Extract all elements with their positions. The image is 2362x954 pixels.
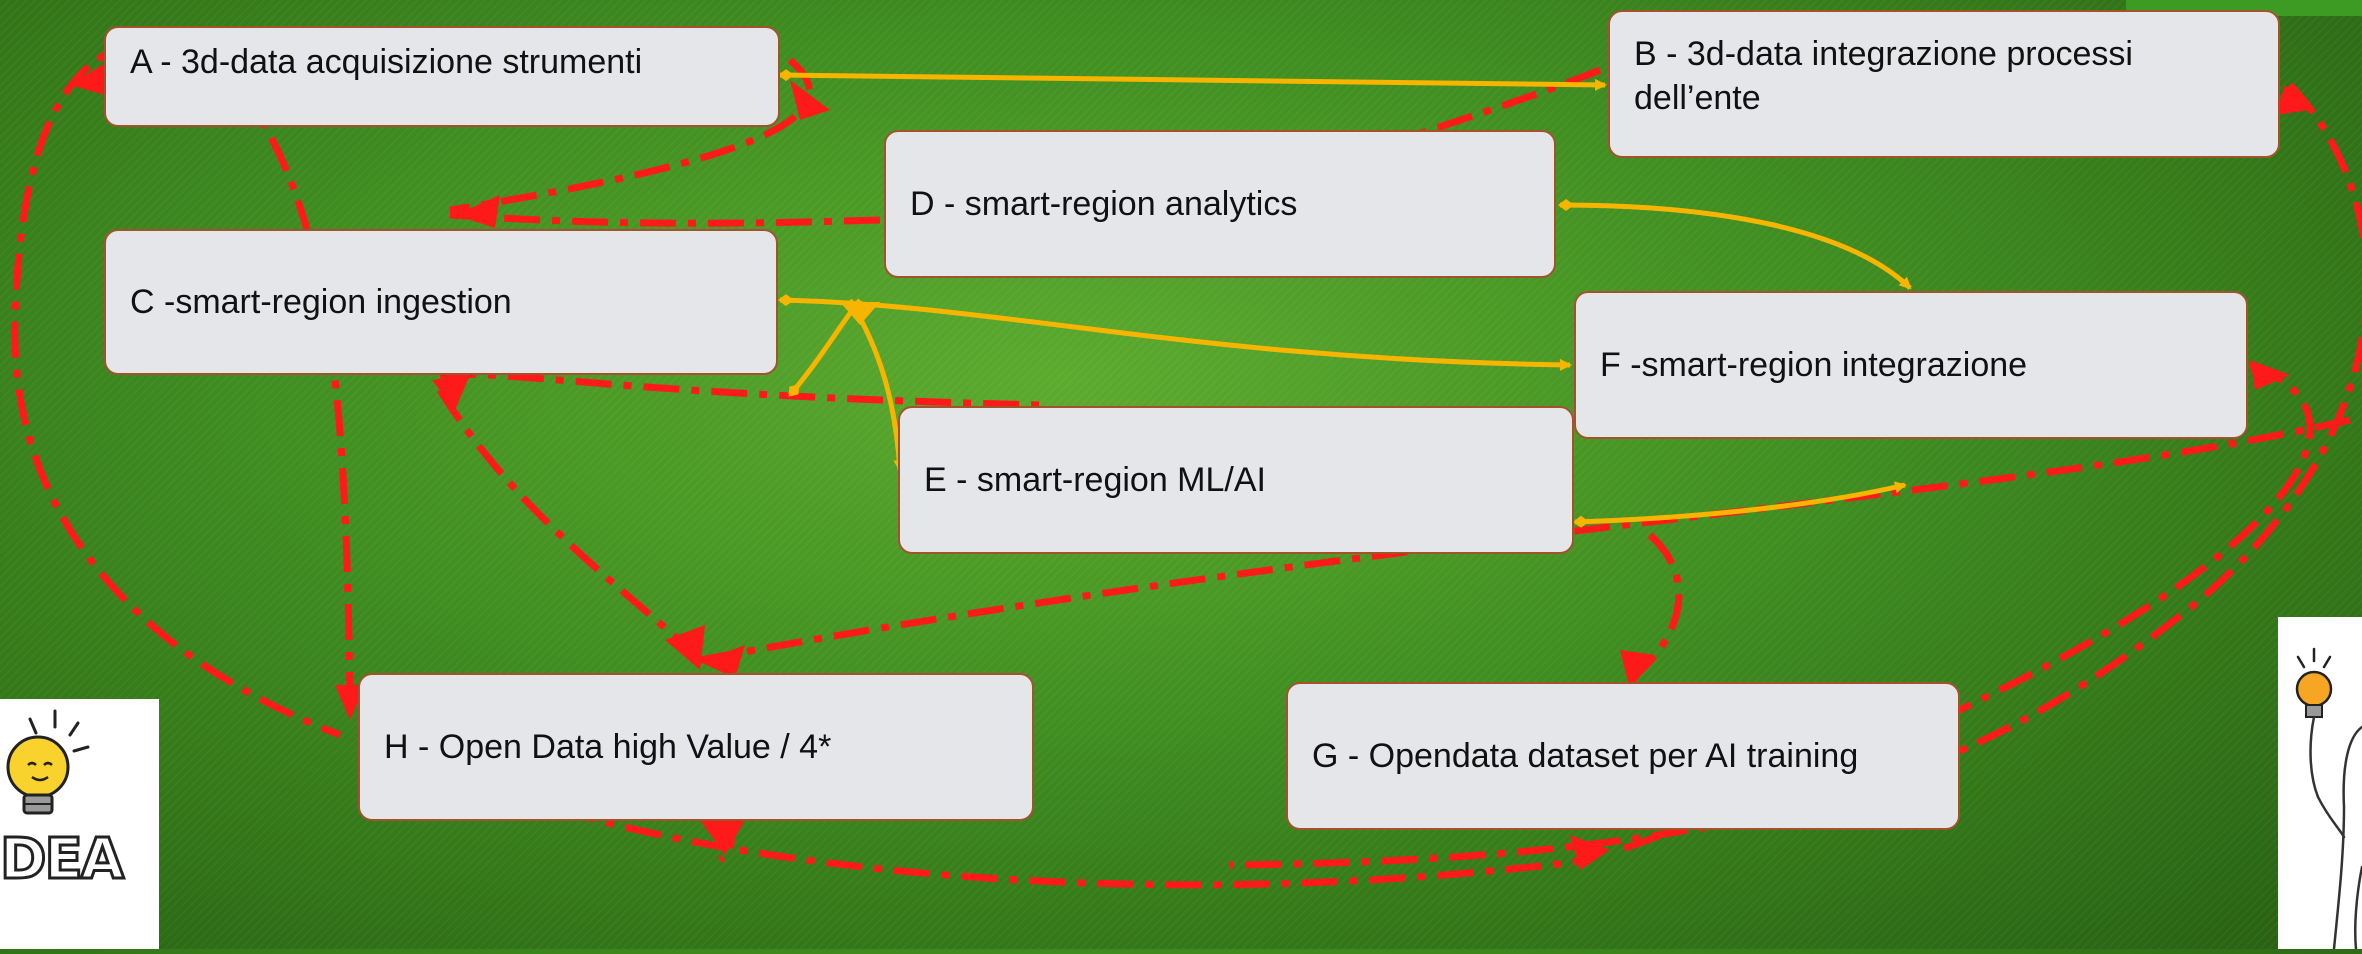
node-b-label: B - 3d-data integrazione processi dell’e… <box>1634 35 2133 117</box>
node-f[interactable]: F -smart-region integrazione <box>1574 291 2248 439</box>
yellow-arrow-c-to-e <box>847 298 906 472</box>
person-sticker <box>2278 617 2362 951</box>
red-arrowhead-h-from-a <box>335 685 365 720</box>
red-arrowhead-a-left <box>70 60 110 95</box>
node-g[interactable]: G - Opendata dataset per AI training <box>1286 682 1960 830</box>
node-d[interactable]: D - smart-region analytics <box>884 130 1556 278</box>
red-link-c-to-h <box>437 388 703 663</box>
node-a-label: A - 3d-data acquisizione strumenti <box>130 43 643 81</box>
node-d-label: D - smart-region analytics <box>910 185 1298 223</box>
yellow-arrow-d-to-f <box>1558 199 1912 290</box>
node-g-label: G - Opendata dataset per AI training <box>1312 737 1859 775</box>
node-c[interactable]: C -smart-region ingestion <box>104 229 778 375</box>
node-h[interactable]: H - Open Data high Value / 4* <box>358 673 1034 821</box>
red-link-h-to-g-bottom <box>559 806 1591 889</box>
node-e-label: E - smart-region ML/AI <box>924 461 1266 499</box>
yellow-arrow-e-to-f <box>1573 481 1907 528</box>
person-with-lightbulb-icon <box>2295 647 2362 951</box>
node-h-label: H - Open Data high Value / 4* <box>384 728 832 766</box>
red-arrowhead-b-right <box>2275 85 2310 115</box>
node-e[interactable]: E - smart-region ML/AI <box>898 406 1574 554</box>
red-link-b-to-d <box>1355 66 1602 170</box>
red-arrowhead-h-from-f <box>700 645 745 678</box>
red-arrowhead-g-bottom <box>1570 835 1610 870</box>
red-arrowhead-h-from-c <box>665 625 705 670</box>
red-arrowhead-c-from-a <box>455 195 500 228</box>
node-b[interactable]: B - 3d-data integrazione processi dell’e… <box>1608 10 2280 158</box>
red-link-c-to-e <box>439 370 1041 409</box>
red-link-b-outer-right <box>1229 82 2362 869</box>
yellow-arrow-c-branch <box>788 298 862 397</box>
idea-sticker: DEA <box>0 699 159 949</box>
node-f-label: F -smart-region integrazione <box>1600 346 2028 384</box>
yellow-arrow-c-to-f <box>778 294 1572 371</box>
red-arrowhead-f-right <box>2250 360 2290 390</box>
red-link-d-to-c <box>449 211 881 227</box>
red-arrowhead-h-bottom <box>700 820 745 855</box>
red-arrowhead-c-from-e <box>432 375 470 410</box>
lightbulb-idea-icon <box>6 709 90 815</box>
node-a[interactable]: A - 3d-data acquisizione strumenti <box>104 26 780 127</box>
yellow-junction-icon <box>840 302 880 325</box>
red-arrowhead-g <box>1620 650 1655 690</box>
yellow-arrow-a-to-b <box>778 69 1607 91</box>
node-c-label: C -smart-region ingestion <box>130 283 512 321</box>
idea-sticker-text: DEA <box>0 826 126 894</box>
red-link-a-loop-left <box>11 36 342 739</box>
